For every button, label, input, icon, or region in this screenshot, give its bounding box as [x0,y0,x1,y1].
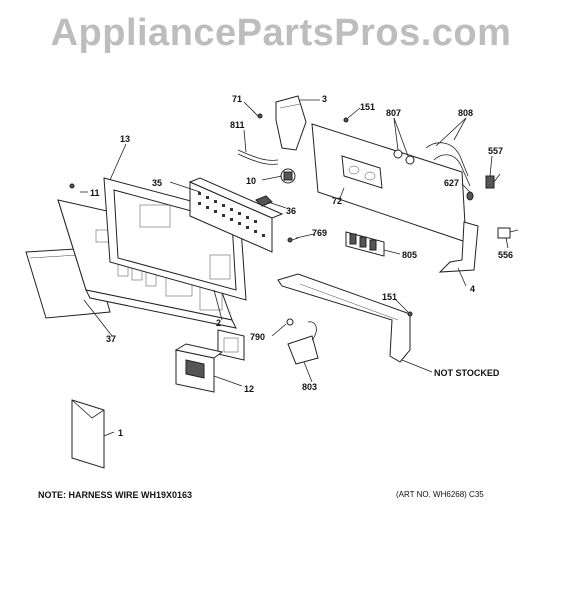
callout-12: 12 [244,384,254,394]
callout-803: 803 [302,382,317,392]
callout-10: 10 [246,176,256,186]
part-557-sensor [485,173,501,189]
callout-4: 4 [470,284,475,294]
part-36-clip [255,195,273,207]
callout-labels: 13 35 11 37 2 12 1 71 811 3 10 36 151 80… [90,94,513,438]
part-35-bracket [188,177,284,253]
callout-811: 811 [230,120,245,130]
part-4-bracket [438,221,479,273]
callout-13: 13 [120,134,130,144]
part-769-screw [287,237,299,243]
callout-808: 808 [458,108,473,118]
screw-151-bottom [407,311,413,317]
screw-151-top [343,117,349,123]
art-number-note: (ART NO. WH6268) C35 [396,490,484,499]
callout-71: 71 [232,94,242,104]
part-12-module [174,343,224,393]
part-627-plug [466,191,474,201]
callout-35: 35 [152,178,162,188]
callout-11: 11 [90,188,100,198]
callout-3: 3 [322,94,327,104]
screw-71 [257,113,263,119]
leader-lines [80,99,509,437]
lower-base-frame [277,273,411,363]
callout-not-stocked: NOT STOCKED [434,368,500,378]
callout-556: 556 [498,250,513,260]
part-3-bracket [275,95,307,151]
part-1-manual [71,399,105,469]
callout-72: 72 [332,196,342,206]
harness-note: NOTE: HARNESS WIRE WH19X0163 [38,490,193,500]
part-790-clip [286,318,294,326]
callout-790: 790 [250,332,265,342]
callout-627: 627 [444,178,459,188]
callout-557: 557 [488,146,503,156]
part-805-valve [345,231,385,257]
part-808-hoses [425,142,471,187]
part-72-backsplash [311,123,467,243]
callout-151-top: 151 [360,102,375,112]
callout-151-bottom: 151 [382,292,397,302]
callout-36: 36 [286,206,296,216]
part-2-pad [217,329,245,361]
part-556-switch [497,227,519,239]
callout-805: 805 [402,250,417,260]
callout-37: 37 [106,334,116,344]
callout-769: 769 [312,228,327,238]
watermark-logo: AppliancePartsPros.com [50,12,512,54]
screw-11 [69,183,75,189]
callout-807: 807 [386,108,401,118]
callout-1: 1 [118,428,123,438]
part-803-guide [287,321,319,365]
callout-2: 2 [216,318,221,328]
part-811-hose [237,149,279,161]
part-10-switch [280,168,296,184]
